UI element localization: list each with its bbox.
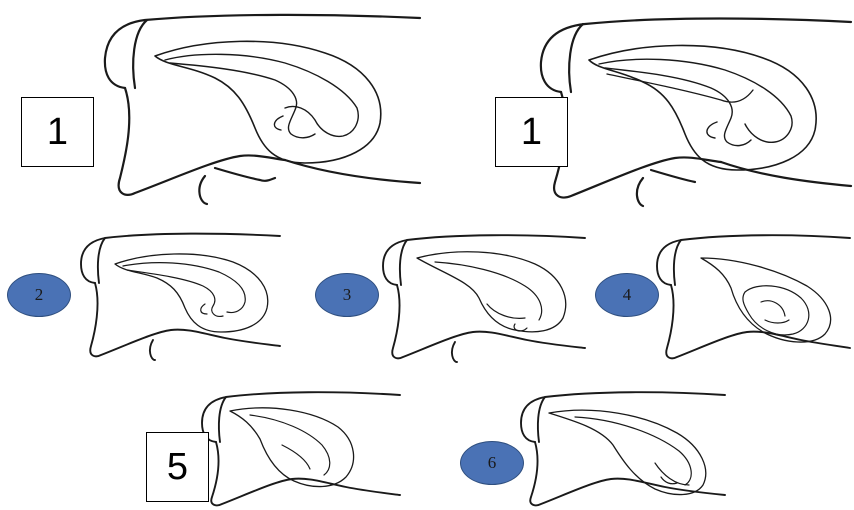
label-box-1a: 1 [21,97,94,167]
panel-1a-drawing [95,8,425,208]
panel-1b-drawing [525,10,854,210]
panel-6-drawing [505,385,730,510]
panel-2-drawing [75,228,285,368]
label-oval-4: 4 [595,273,659,317]
panel-4-drawing [645,228,854,368]
label-oval-6: 6 [460,441,524,485]
panel-5-drawing [190,385,405,510]
label-box-1b: 1 [495,97,568,167]
label-oval-2: 2 [7,273,71,317]
label-oval-3: 3 [315,273,379,317]
panel-3-drawing [375,228,590,368]
label-box-5: 5 [146,432,209,502]
